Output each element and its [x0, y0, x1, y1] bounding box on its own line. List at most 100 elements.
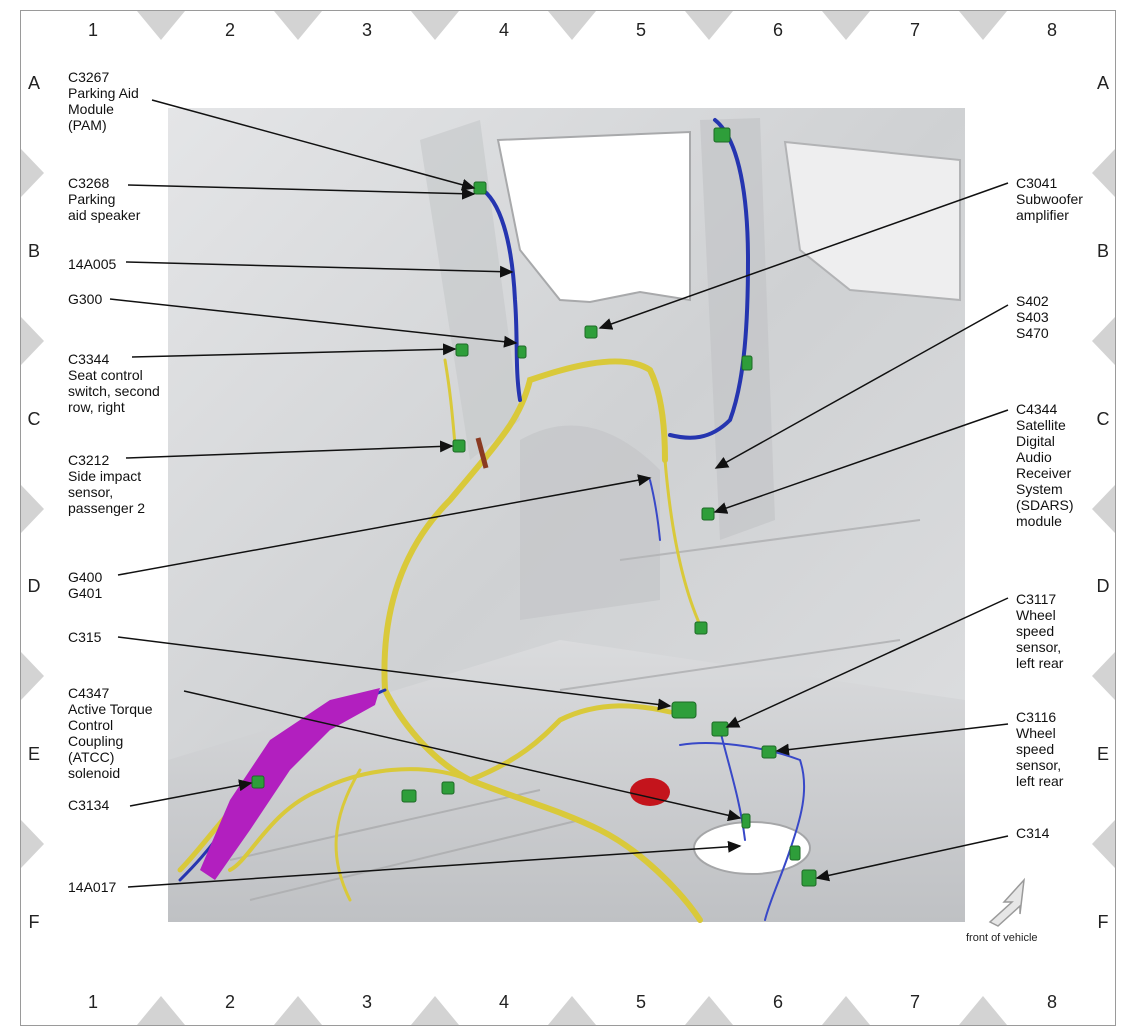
- grid-marker-bottom: [411, 996, 459, 1025]
- callout-line: Coupling: [68, 733, 123, 749]
- grid-row-label: E: [1097, 744, 1109, 764]
- callout-line: aid speaker: [68, 207, 141, 223]
- vehicle-body-illustration: [168, 108, 965, 922]
- grid-marker-top: [137, 11, 185, 40]
- grid-column-label: 1: [88, 992, 98, 1012]
- callout-line: S402: [1016, 293, 1049, 309]
- grid-column-label: 2: [225, 20, 235, 40]
- callout-line: C3268: [68, 175, 109, 191]
- callout-line: C3267: [68, 69, 109, 85]
- callout-line: C3117: [1016, 591, 1056, 607]
- callout-line: Control: [68, 717, 113, 733]
- callout-line: sensor,: [68, 484, 113, 500]
- callout-line: G400: [68, 569, 102, 585]
- callout-line: amplifier: [1016, 207, 1069, 223]
- grid-marker-top: [274, 11, 322, 40]
- callout-line: 14A017: [68, 879, 116, 895]
- callout-line: Module: [68, 101, 114, 117]
- callout-a14a017: 14A017: [68, 879, 116, 895]
- ground-strap: [475, 437, 489, 469]
- grid-marker-left: [21, 149, 44, 197]
- callout-line: (PAM): [68, 117, 107, 133]
- grid-marker-right: [1092, 820, 1115, 868]
- callout-line: System: [1016, 481, 1063, 497]
- callout-line: sensor,: [1016, 639, 1061, 655]
- callout-line: C315: [68, 629, 102, 645]
- callout-line: Digital: [1016, 433, 1055, 449]
- grid-column-label: 4: [499, 20, 509, 40]
- connector-c3134: [251, 775, 265, 789]
- callout-c315: C315: [68, 629, 102, 645]
- leader-lines: [109, 99, 1009, 888]
- grid-row-label: D: [1097, 576, 1110, 596]
- grid-marker-right: [1092, 149, 1115, 197]
- grid-column-label: 4: [499, 992, 509, 1012]
- connector-c3117: [711, 721, 729, 737]
- connector-upper-right: [713, 127, 731, 143]
- grid-column-label: 3: [362, 20, 372, 40]
- grid-column-label: 8: [1047, 992, 1057, 1012]
- callout-line: Subwoofer: [1016, 191, 1083, 207]
- grid-column-label: 7: [910, 992, 920, 1012]
- connector-c315: [671, 701, 697, 719]
- grid-marker-bottom: [685, 996, 733, 1025]
- front-of-vehicle-arrow-icon: [988, 877, 1026, 927]
- callout-line: Parking: [68, 191, 115, 207]
- grid-column-label: 6: [773, 20, 783, 40]
- connectors: [251, 127, 817, 887]
- grid-row-label: B: [28, 241, 40, 261]
- grid-marker-bottom: [548, 996, 596, 1025]
- grid-marker-bottom: [274, 996, 322, 1025]
- callout-line: Receiver: [1016, 465, 1072, 481]
- callout-line: C3116: [1016, 709, 1056, 725]
- grid-column-label: 1: [88, 20, 98, 40]
- grid-column-label: 6: [773, 992, 783, 1012]
- grid-marker-left: [21, 317, 44, 365]
- connector-floor-1: [401, 789, 417, 803]
- grid-marker-top: [411, 11, 459, 40]
- callout-line: Wheel: [1016, 725, 1056, 741]
- connector-c3041: [584, 325, 598, 339]
- callout-line: S403: [1016, 309, 1049, 325]
- callout-line: left rear: [1016, 655, 1064, 671]
- grid-edge-markers: [21, 11, 1115, 1025]
- callout-c3134: C3134: [68, 797, 109, 813]
- callout-a14a005: 14A005: [68, 256, 116, 272]
- grid-row-label: C: [1097, 409, 1110, 429]
- grid-row-label: F: [29, 912, 40, 932]
- callout-line: switch, second: [68, 383, 160, 399]
- grid-marker-top: [548, 11, 596, 40]
- grid-marker-bottom: [137, 996, 185, 1025]
- grid-column-label: 8: [1047, 20, 1057, 40]
- callout-line: C3212: [68, 452, 109, 468]
- callout-line: C314: [1016, 825, 1050, 841]
- callout-line: C3344: [68, 351, 109, 367]
- callout-line: left rear: [1016, 773, 1064, 789]
- callout-line: Parking Aid: [68, 85, 139, 101]
- connector-g300: [517, 345, 527, 359]
- callout-line: C3134: [68, 797, 109, 813]
- callout-line: Side impact: [68, 468, 141, 484]
- grid-marker-right: [1092, 485, 1115, 533]
- connector-c3212: [452, 439, 466, 453]
- grid-row-label: A: [28, 73, 40, 93]
- connector-lower-pillar: [694, 621, 708, 635]
- callout-line: speed: [1016, 623, 1054, 639]
- callout-line: (ATCC): [68, 749, 114, 765]
- callout-line: row, right: [68, 399, 125, 415]
- grid-column-label: 3: [362, 992, 372, 1012]
- callout-line: Satellite: [1016, 417, 1066, 433]
- grid-row-label: D: [28, 576, 41, 596]
- grid-marker-top: [959, 11, 1007, 40]
